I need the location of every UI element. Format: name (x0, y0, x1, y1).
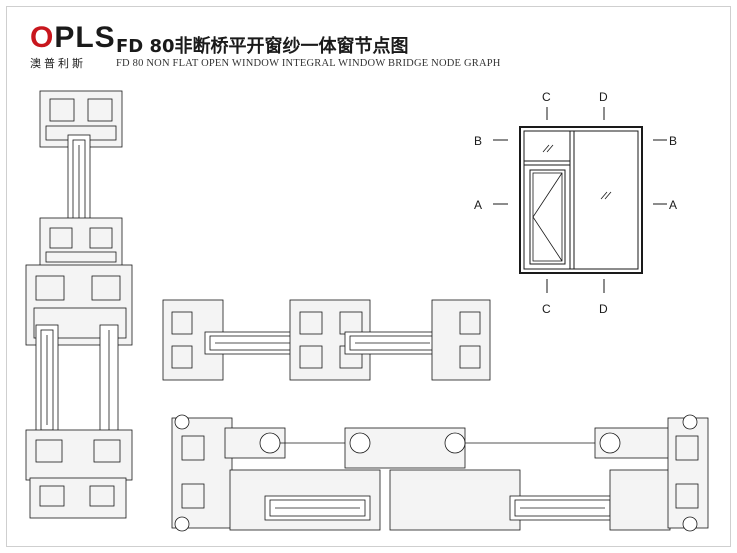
vertical-section-a (39, 90, 123, 269)
horizontal-section-a (162, 299, 491, 381)
section-label-a-left: A (474, 198, 482, 212)
section-label-b-left: B (474, 134, 482, 148)
logo-mark: OPLS (30, 21, 115, 54)
section-label-d-top: D (599, 90, 608, 104)
sheet-border (6, 6, 731, 547)
logo-chinese-name: 澳普利斯 (30, 57, 86, 70)
title-english: FD 80 NON FLAT OPEN WINDOW INTEGRAL WIND… (116, 58, 501, 69)
section-label-a-right: A (669, 198, 677, 212)
title-chinese: FD 80非断桥平开窗纱一体窗节点图 (116, 36, 409, 57)
horizontal-section-b (171, 414, 709, 532)
section-label-c-top: C (542, 90, 551, 104)
logo-mark-o: O (30, 21, 55, 54)
section-label-c-bottom: C (542, 302, 551, 316)
section-label-d-bottom: D (599, 302, 608, 316)
logo-mark-rest: PLS (54, 21, 116, 54)
vertical-section-b (25, 264, 133, 519)
company-logo: OPLS 澳普利斯 (30, 21, 115, 72)
window-elevation (493, 107, 667, 293)
section-label-b-right: B (669, 134, 677, 148)
